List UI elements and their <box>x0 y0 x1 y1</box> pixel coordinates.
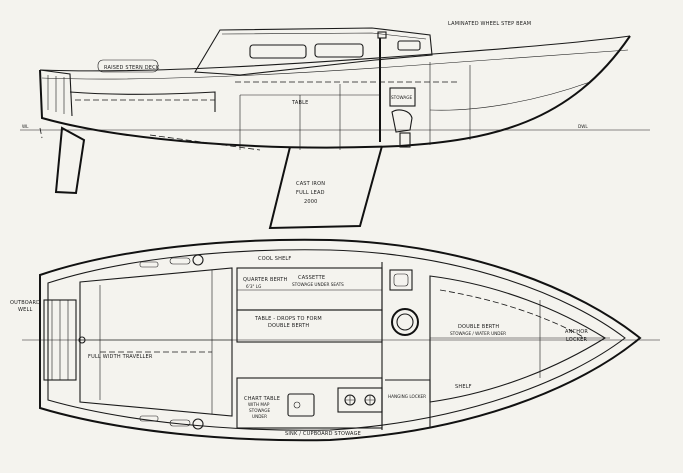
label-cool-shelf: COOL SHELF <box>258 256 292 262</box>
portlight-3 <box>397 40 421 51</box>
label-anchor: ANCHOR <box>565 329 588 335</box>
portlight-1 <box>249 44 307 59</box>
label-full-width: FULL WIDTH TRAVELLER <box>88 354 153 360</box>
label-keel-1: CAST IRON <box>296 181 325 187</box>
plan-view: COOL SHELF QUARTER BERTH 6'3" LG CASSETT… <box>10 238 660 442</box>
label-foredeck: LAMINATED WHEEL STEP BEAM <box>448 21 531 27</box>
label-hanging-locker: HANGING LOCKER <box>388 394 426 399</box>
label-outboard: OUTBOARD <box>10 300 40 306</box>
cabin-house <box>194 27 433 76</box>
mast-step <box>377 31 387 39</box>
label-galley-stowage: SINK / CUPBOARD STOWAGE <box>285 431 361 437</box>
label-chart-map: WITH MAP <box>248 402 270 407</box>
label-chart-stowage: STOWAGE <box>249 408 270 413</box>
label-stowage: STOWAGE <box>391 95 412 100</box>
label-wl-right: DWL <box>578 124 588 129</box>
label-aft-deck: RAISED STERN DECK <box>104 65 160 71</box>
label-table-drops: TABLE - DROPS TO FORM <box>254 316 322 322</box>
label-chart-table: CHART TABLE <box>244 396 280 402</box>
label-outboard-well: WELL <box>18 307 32 313</box>
label-cassette-stowage: STOWAGE UNDER SEATS <box>292 282 344 287</box>
label-double-berth: DOUBLE BERTH <box>458 324 499 330</box>
label-anchor-locker: LOCKER <box>566 337 587 343</box>
label-keel-3: 2000 <box>304 199 318 205</box>
hull-plan-outline <box>39 238 642 442</box>
label-chart-under: UNDER <box>252 414 267 419</box>
hull-profile <box>39 35 631 149</box>
rudder <box>54 126 86 195</box>
label-double-stowage: STOWAGE / WATER UNDER <box>450 331 506 336</box>
label-table: TABLE <box>291 100 308 106</box>
label-wl-left: WL <box>22 124 29 129</box>
label-quarter-berth: QUARTER BERTH <box>243 277 288 283</box>
label-cassette: CASSETTE <box>298 275 325 281</box>
label-quarter-length: 6'3" LG <box>246 284 261 289</box>
side-profile: RAISED STERN DECK LAMINATED WHEEL STEP B… <box>20 21 650 230</box>
fin-keel <box>268 145 383 230</box>
label-table-double: DOUBLE BERTH <box>268 323 309 329</box>
label-shelf: SHELF <box>455 384 472 390</box>
portlight-2 <box>314 43 364 58</box>
label-keel-2: FULL LEAD <box>296 190 325 196</box>
sheer-line <box>39 35 631 72</box>
